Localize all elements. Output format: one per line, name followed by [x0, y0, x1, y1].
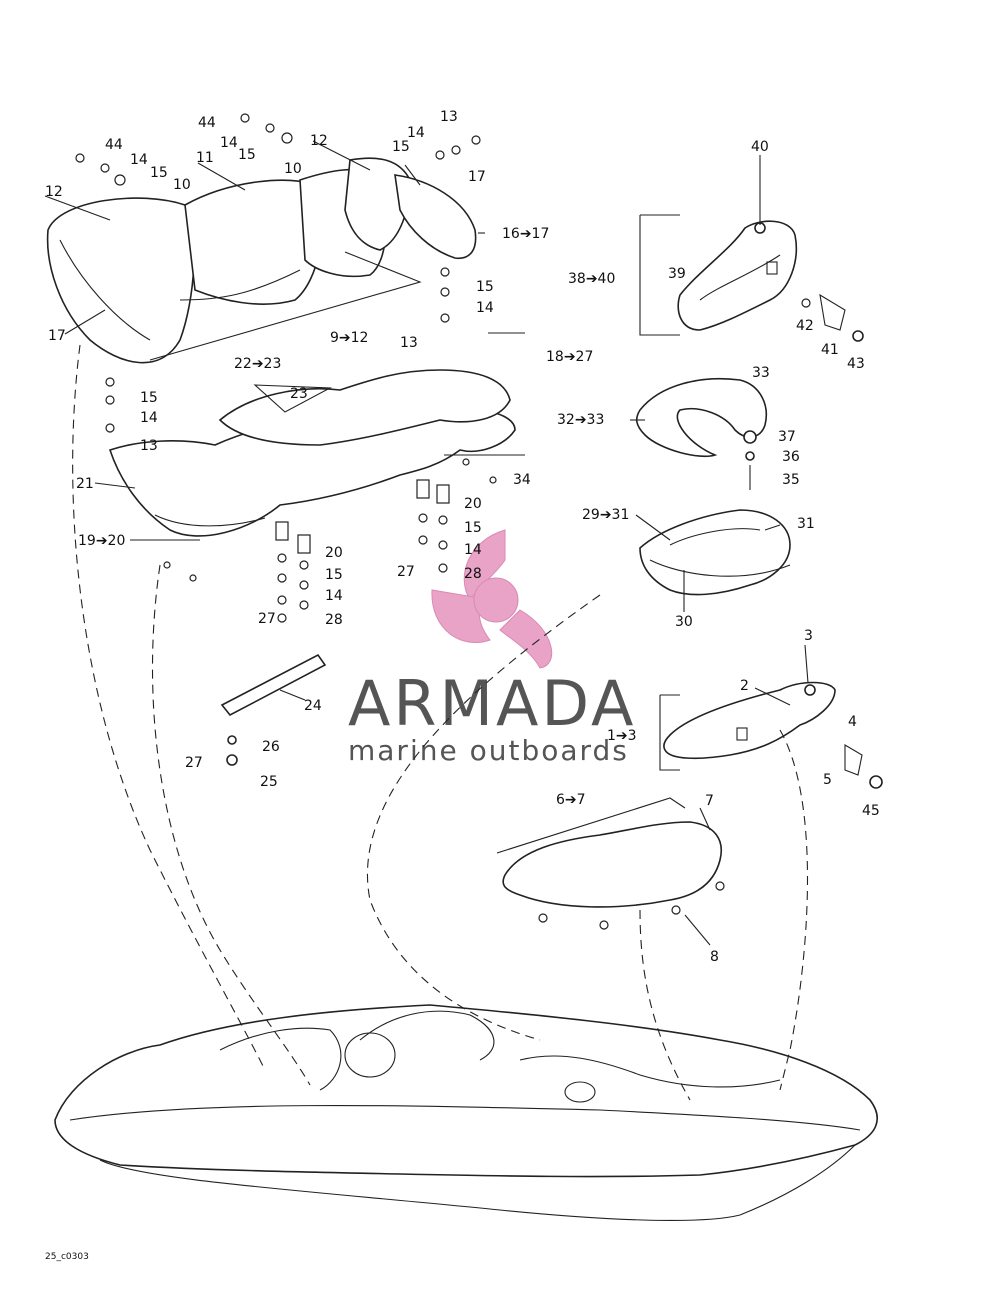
drawing-code: 25_c0303: [45, 1252, 89, 1262]
label-20a: 20: [464, 496, 482, 512]
label-6-7: 6➔7: [556, 792, 586, 808]
watermark-tagline: marine outboards: [348, 734, 629, 767]
label-40: 40: [751, 139, 769, 155]
label-15g: 15: [325, 567, 343, 583]
label-22: 22➔23: [234, 356, 281, 372]
label-17a: 17: [468, 169, 486, 185]
label-7: 7: [705, 793, 714, 809]
label-33: 33: [752, 365, 770, 381]
propeller-icon: [431, 529, 553, 669]
cushion-39: [639, 214, 864, 342]
label-17b: 17: [48, 328, 66, 344]
label-13b: 13: [400, 335, 418, 351]
leader-lines: [44, 140, 809, 946]
hardware: [75, 113, 497, 623]
label-8: 8: [710, 949, 719, 965]
strap-24: [220, 653, 327, 766]
label-15e: 15: [140, 390, 158, 406]
grip-33: [635, 377, 767, 490]
label-26: 26: [262, 739, 280, 755]
label-23: 23: [290, 386, 308, 402]
label-4: 4: [848, 714, 857, 730]
label-27c: 27: [185, 755, 203, 771]
label-36: 36: [782, 449, 800, 465]
cushion-12-right: [344, 157, 411, 251]
label-45: 45: [862, 803, 880, 819]
label-24: 24: [304, 698, 322, 714]
seat-7: [496, 797, 722, 908]
label-32: 32➔33: [557, 412, 604, 428]
label-10b: 10: [284, 161, 302, 177]
watermark-logo: ARMADA marine outboards: [348, 529, 633, 767]
cover-31: [639, 509, 791, 596]
label-27b: 27: [258, 611, 276, 627]
label-28a: 28: [464, 566, 482, 582]
label-15f: 15: [464, 520, 482, 536]
label-14d: 14: [476, 300, 494, 316]
handle-2: [659, 681, 883, 789]
label-28b: 28: [325, 612, 343, 628]
label-11: 11: [196, 150, 214, 166]
label-13c: 13: [140, 438, 158, 454]
label-5: 5: [823, 772, 832, 788]
label-39: 39: [668, 266, 686, 282]
screws: [538, 298, 811, 930]
label-16: 16➔17: [502, 226, 549, 242]
label-9: 9➔12: [330, 330, 368, 346]
label-38: 38➔40: [568, 271, 615, 287]
label-3: 3: [804, 628, 813, 644]
label-15d: 15: [476, 279, 494, 295]
label-31: 31: [797, 516, 815, 532]
reference-lines: [72, 344, 808, 1101]
label-44a: 44: [198, 115, 216, 131]
label-1-3: 1➔3: [607, 728, 637, 744]
label-41: 41: [821, 342, 839, 358]
label-20b: 20: [325, 545, 343, 561]
cushion-12-left: [46, 197, 195, 364]
label-18: 18➔27: [546, 349, 593, 365]
label-2: 2: [740, 678, 749, 694]
label-14f: 14: [464, 542, 482, 558]
label-29: 29➔31: [582, 507, 629, 523]
label-34: 34: [513, 472, 531, 488]
label-13a: 13: [440, 109, 458, 125]
label-15b: 15: [150, 165, 168, 181]
upper-seat-cushions: [46, 157, 477, 364]
label-25: 25: [260, 774, 278, 790]
label-14a: 14: [220, 135, 238, 151]
label-12a: 12: [310, 133, 328, 149]
label-14b: 14: [130, 152, 148, 168]
label-10a: 10: [173, 177, 191, 193]
label-12b: 12: [45, 184, 63, 200]
label-14c: 14: [407, 125, 425, 141]
cushion-17-right: [394, 174, 477, 259]
seat-base: [108, 369, 516, 537]
label-27a: 27: [397, 564, 415, 580]
label-15a: 15: [238, 147, 256, 163]
part-labels: 44 14 15 44 14 15 12 11 13 14 15 17 12 1…: [45, 109, 880, 1262]
label-15c: 15: [392, 139, 410, 155]
seat-pad-23: [218, 369, 511, 446]
label-14e: 14: [140, 410, 158, 426]
label-35: 35: [782, 472, 800, 488]
label-14g: 14: [325, 588, 343, 604]
label-44b: 44: [105, 137, 123, 153]
label-19: 19➔20: [78, 533, 125, 549]
label-21: 21: [76, 476, 94, 492]
label-30: 30: [675, 614, 693, 630]
label-43: 43: [847, 356, 865, 372]
label-42: 42: [796, 318, 814, 334]
label-37: 37: [778, 429, 796, 445]
hull: [54, 1004, 879, 1221]
